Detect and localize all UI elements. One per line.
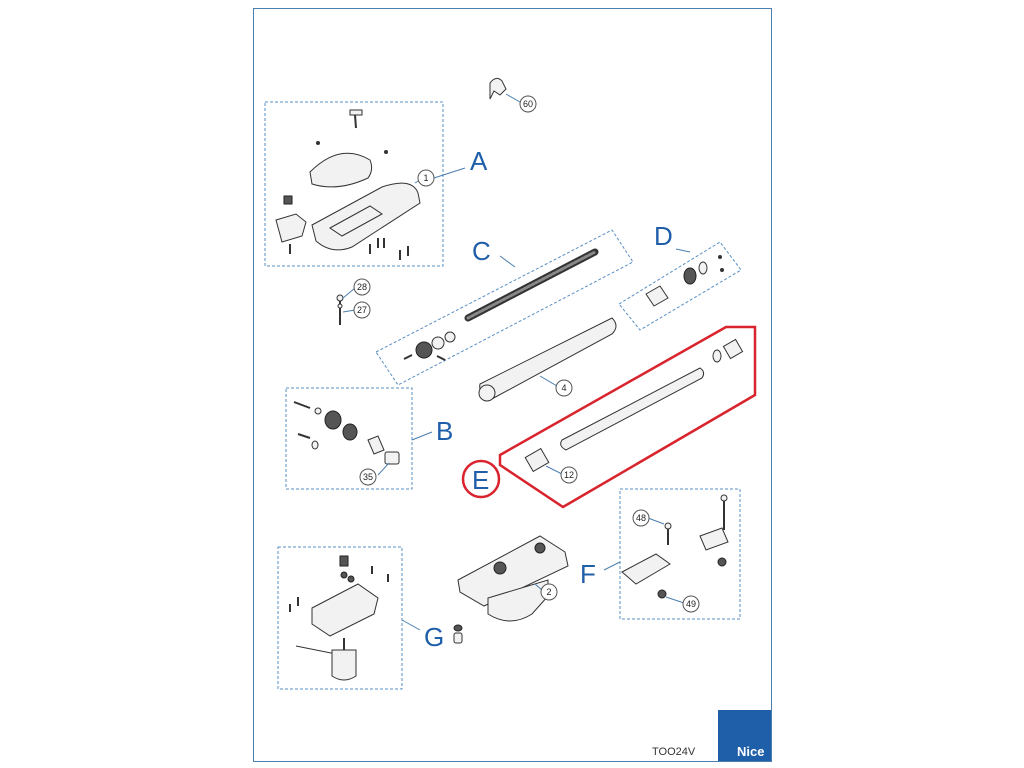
callout-28: 28 (357, 282, 367, 292)
motor-part (331, 649, 357, 681)
group-label-f: F (580, 559, 596, 589)
part-2-base: 2 (453, 535, 569, 644)
brand-logo-text: Nice (737, 744, 764, 759)
group-c: C (375, 229, 634, 386)
nice-logo: Nice (718, 710, 771, 761)
group-f-box (619, 488, 741, 620)
group-e-highlight-box (498, 325, 757, 509)
callout-60: 60 (523, 99, 533, 109)
cover-part (309, 152, 373, 188)
group-label-b: B (436, 416, 453, 446)
group-label-d: D (654, 221, 673, 251)
gearbox-part (311, 583, 379, 637)
callout-27: 27 (357, 305, 367, 315)
inner-tube-part (560, 367, 705, 451)
callout-1: 1 (423, 173, 428, 183)
group-label-e: E (472, 465, 489, 495)
callout-48: 48 (636, 513, 646, 523)
callout-4: 4 (561, 383, 566, 393)
group-a-box (264, 101, 444, 267)
group-e: 12 E (461, 325, 757, 509)
callout-35: 35 (363, 472, 373, 482)
part-4-tube: 4 (478, 317, 617, 402)
group-g: G (277, 546, 444, 690)
group-label-c: C (472, 236, 491, 266)
callout-12: 12 (564, 470, 574, 480)
callout-2: 2 (546, 587, 551, 597)
group-b-box (285, 387, 413, 490)
group-a: 1 A (264, 101, 488, 267)
parts-28-27: 28 27 (336, 278, 371, 325)
group-e-highlight-circle (461, 459, 501, 499)
group-label-a: A (470, 146, 488, 176)
part-60-key: 60 (489, 77, 537, 113)
group-c-box (375, 229, 634, 386)
callout-49: 49 (686, 599, 696, 609)
group-label-g: G (424, 622, 444, 652)
model-code: TOO24V (652, 746, 696, 758)
group-d: D (618, 221, 742, 331)
group-d-box (618, 241, 742, 331)
group-g-box (277, 546, 403, 690)
group-b: 35 B (285, 387, 453, 490)
group-f: 48 49 F (580, 488, 741, 620)
